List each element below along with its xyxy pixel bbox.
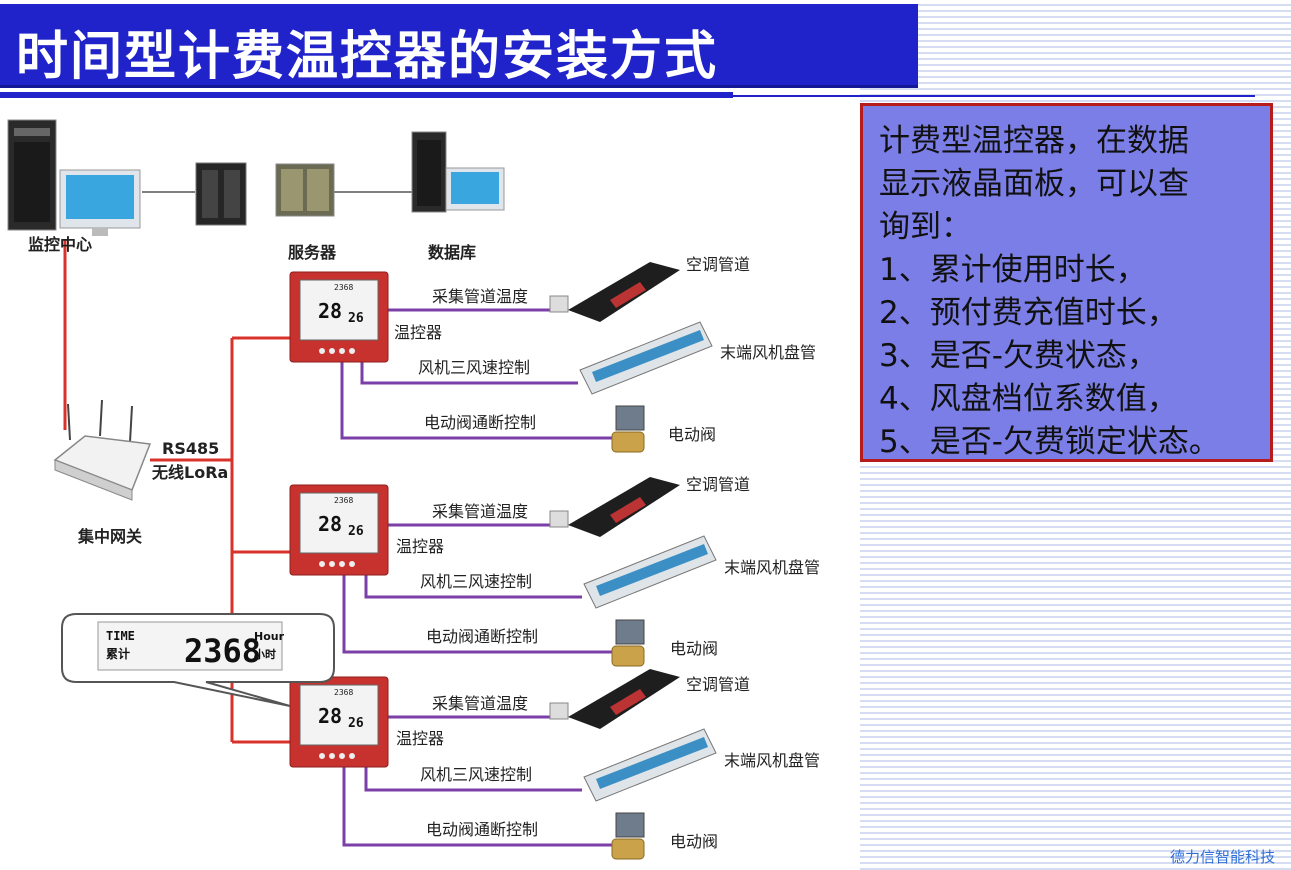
air-pipe-sensor-2 <box>549 477 680 537</box>
server-rack-icon <box>275 163 335 217</box>
label-gateway: 集中网关 <box>77 527 142 546</box>
lcd-callout-bubble: TIME 累计 2368 Hour 小时 <box>61 613 335 707</box>
label-air-pipe-2: 空调管道 <box>686 475 750 494</box>
label-valve-ctrl-2: 电动阀通断控制 <box>426 627 538 646</box>
svg-text:2368: 2368 <box>334 283 353 292</box>
label-fan-coil-1: 末端风机盘管 <box>720 343 816 362</box>
fan-coil-unit-3 <box>583 728 717 802</box>
electric-valve-2 <box>611 619 645 667</box>
label-thermostat-2: 温控器 <box>396 537 444 556</box>
title-bar: 时间型计费温控器的安装方式 <box>0 4 918 88</box>
label-air-pipe-3: 空调管道 <box>686 675 750 694</box>
svg-text:26: 26 <box>348 716 364 731</box>
svg-text:26: 26 <box>348 524 364 539</box>
database-server-icon <box>411 131 447 213</box>
info-line: 计费型温控器，在数据 <box>879 123 1189 159</box>
fan-coil-unit-2 <box>583 535 717 609</box>
system-diagram: 监控中心 服务器 数据库 集中网关 RS485 无线LoRa <box>7 119 820 860</box>
label-database: 数据库 <box>428 243 476 262</box>
info-line: 5、是否-欠费锁定状态。 <box>879 424 1220 460</box>
label-fan-speed-3: 风机三风速控制 <box>420 765 532 784</box>
label-valve-3: 电动阀 <box>670 832 718 851</box>
air-pipe-sensor-3 <box>549 669 680 729</box>
database-computer-icon <box>445 167 505 211</box>
watermark: 德力信智能科技 <box>1170 848 1276 866</box>
label-pipe-temp-3: 采集管道温度 <box>432 694 528 713</box>
air-pipe-sensor-1 <box>549 262 680 322</box>
label-server: 服务器 <box>288 243 337 262</box>
electric-valve-3 <box>611 812 645 860</box>
info-panel: 计费型温控器，在数据 显示液晶面板，可以查 询到： 1、累计使用时长， 2、预付… <box>860 103 1273 462</box>
label-rs485: RS485 <box>162 439 219 458</box>
lcd-acc-label: 累计 <box>106 646 130 661</box>
electric-valve-1 <box>611 405 645 453</box>
svg-text:28: 28 <box>318 704 342 728</box>
thermostat-unit-3: 2368 28 26 <box>289 676 389 768</box>
lcd-hours-value: 2368 <box>184 632 261 670</box>
label-fan-speed-1: 风机三风速控制 <box>418 358 530 377</box>
label-fan-speed-2: 风机三风速控制 <box>420 572 532 591</box>
purple-control-lines <box>340 308 612 847</box>
monitor-center-server-icon <box>7 119 57 231</box>
lcd-time-label: TIME <box>106 629 135 643</box>
label-pipe-temp-1: 采集管道温度 <box>432 287 528 306</box>
label-fan-coil-3: 末端风机盘管 <box>724 751 820 770</box>
lcd-hour-cn-label: 小时 <box>253 647 276 661</box>
info-line: 2、预付费充值时长， <box>879 295 1178 331</box>
info-line: 4、风盘档位系数值， <box>879 381 1178 417</box>
label-lora: 无线LoRa <box>151 463 228 482</box>
label-valve-1: 电动阀 <box>668 425 716 444</box>
info-line: 1、累计使用时长， <box>879 252 1147 288</box>
thermostat-unit-2: 2368 28 26 <box>289 484 389 576</box>
page-title: 时间型计费温控器的安装方式 <box>16 27 719 87</box>
lcd-hour-label: Hour <box>254 630 285 643</box>
thermostat-unit-1: 2368 28 26 <box>289 271 389 363</box>
svg-text:2368: 2368 <box>334 496 353 505</box>
label-thermostat-1: 温控器 <box>394 323 442 342</box>
label-pipe-temp-2: 采集管道温度 <box>432 502 528 521</box>
svg-text:28: 28 <box>318 299 342 323</box>
title-rule-thin <box>733 95 1255 97</box>
svg-text:2368: 2368 <box>334 688 353 697</box>
info-line: 询到： <box>879 209 972 245</box>
gateway-router-icon <box>53 399 152 501</box>
title-rule <box>0 92 733 98</box>
info-line: 显示液晶面板，可以查 <box>879 166 1189 202</box>
svg-text:28: 28 <box>318 512 342 536</box>
label-valve-ctrl-1: 电动阀通断控制 <box>424 413 536 432</box>
info-line: 3、是否-欠费状态， <box>879 338 1158 374</box>
label-thermostat-3: 温控器 <box>396 729 444 748</box>
label-fan-coil-2: 末端风机盘管 <box>724 558 820 577</box>
label-air-pipe-1: 空调管道 <box>686 255 750 274</box>
label-valve-2: 电动阀 <box>670 639 718 658</box>
svg-text:26: 26 <box>348 311 364 326</box>
label-monitor-center: 监控中心 <box>28 235 92 254</box>
monitor-center-computer-icon <box>59 169 141 236</box>
label-valve-ctrl-3: 电动阀通断控制 <box>426 820 538 839</box>
server-icon <box>195 162 247 226</box>
fan-coil-unit-1 <box>579 321 713 395</box>
